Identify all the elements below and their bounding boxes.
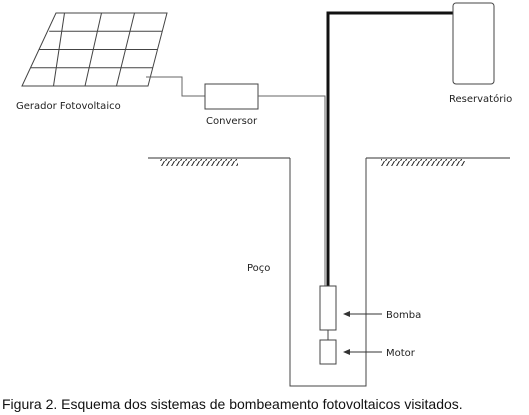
pumping-system-diagram: Gerador Fotovoltaico Conversor Reservató… <box>16 2 512 387</box>
solar-panel <box>21 12 168 87</box>
well-label: Poço <box>247 263 270 274</box>
motor-body <box>319 339 337 365</box>
pump-label: Bomba <box>386 310 421 321</box>
pump-body <box>319 285 337 331</box>
solar-panel-label: Gerador Fotovoltaico <box>16 101 121 112</box>
pump-arrow <box>343 311 382 317</box>
converter-box <box>204 83 259 110</box>
panel-converter-wire <box>146 76 205 97</box>
converter-label: Conversor <box>206 116 258 127</box>
water-pipe <box>326 11 455 286</box>
ground-left <box>148 157 290 166</box>
motor-arrow <box>343 349 382 355</box>
converter-pump-wire <box>258 95 326 286</box>
reservoir-tank <box>452 2 495 85</box>
motor-label: Motor <box>386 348 416 359</box>
ground-right <box>366 157 510 166</box>
well-shaft <box>289 158 367 387</box>
figure-caption: Figura 2. Esquema dos sistemas de bombea… <box>2 396 463 412</box>
reservoir-label: Reservatório <box>449 93 512 105</box>
